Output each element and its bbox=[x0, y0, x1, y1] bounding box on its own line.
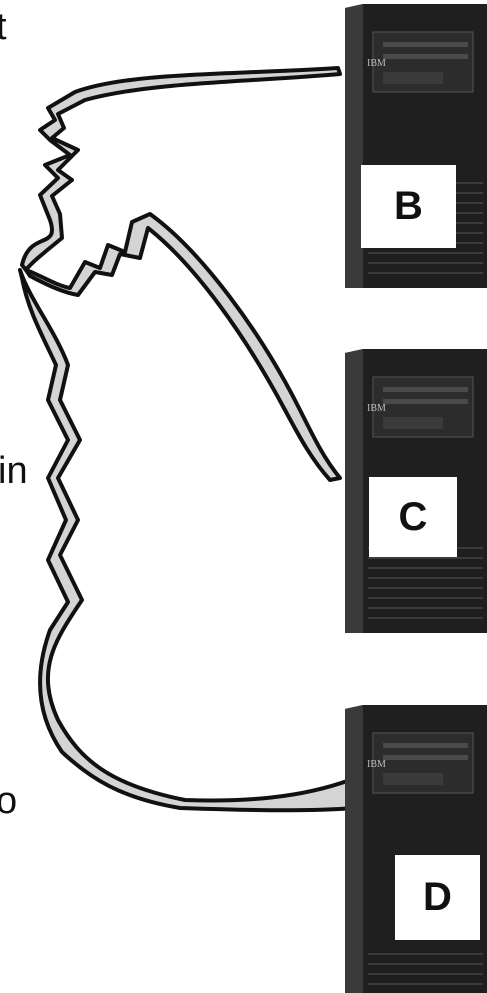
ibm-logo: IBM bbox=[367, 403, 386, 414]
server-tower-icon: IBM bbox=[343, 2, 487, 292]
server-b: IBM B bbox=[343, 2, 487, 292]
cable-to-server-d bbox=[20, 270, 356, 810]
ibm-logo: IBM bbox=[367, 759, 386, 770]
server-tower-icon: IBM bbox=[343, 703, 487, 993]
server-label-c: C bbox=[369, 477, 457, 557]
server-c: IBM C bbox=[343, 347, 487, 637]
server-label-d: D bbox=[395, 855, 480, 940]
server-d: IBM D bbox=[343, 703, 487, 993]
ibm-logo: IBM bbox=[367, 58, 386, 69]
server-label-b: B bbox=[361, 165, 456, 248]
